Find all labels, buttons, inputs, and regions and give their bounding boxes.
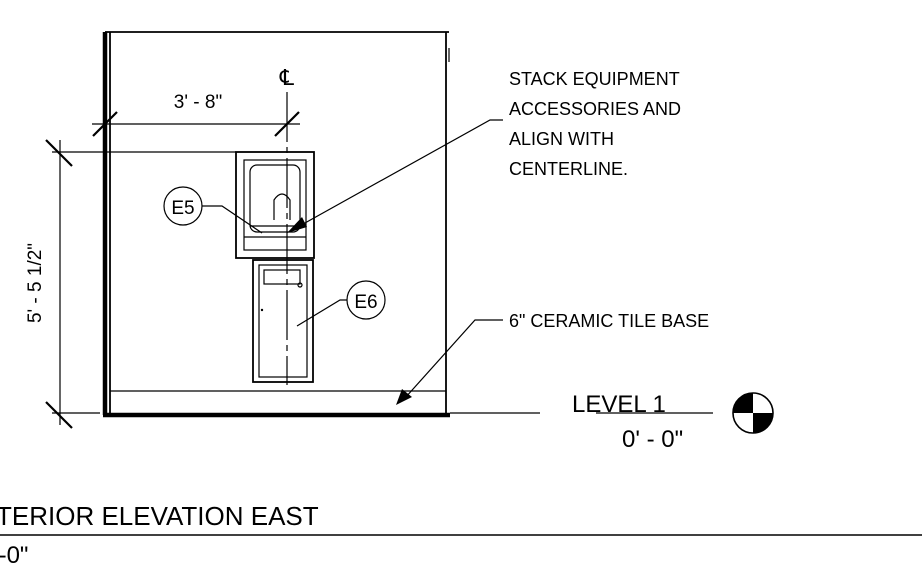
tag-e6: E6 xyxy=(296,280,386,327)
horizontal-dimension-tick-right xyxy=(274,111,300,137)
vertical-dimension-tick-bottom xyxy=(45,401,73,429)
note-stack-line-3: ALIGN WITH xyxy=(509,129,614,149)
note-stack-equipment: STACK EQUIPMENT ACCESSORIES AND ALIGN WI… xyxy=(287,69,686,233)
level-marker: LEVEL 1 0' - 0" xyxy=(572,391,774,453)
note-stack-arrowhead xyxy=(287,217,307,233)
note-tile-base: 6" CERAMIC TILE BASE xyxy=(396,311,709,405)
level-datum-symbol xyxy=(732,392,774,434)
view-title-scale: '-0" xyxy=(0,542,28,569)
wall-elevation xyxy=(102,31,540,418)
fixture-e5-frame xyxy=(235,151,315,259)
tag-e6-leader xyxy=(296,299,347,327)
level-elevation: 0' - 0" xyxy=(622,426,683,453)
fixture-e5-dispenser xyxy=(273,193,291,220)
tag-e6-label: E6 xyxy=(354,292,377,313)
horizontal-dimension-tick-left xyxy=(92,111,118,137)
horizontal-dimension: 3' - 8" xyxy=(92,92,300,137)
note-stack-equipment-text: STACK EQUIPMENT ACCESSORIES AND ALIGN WI… xyxy=(509,69,686,179)
centerline: ℄ xyxy=(279,65,295,385)
note-tile-base-leader xyxy=(404,319,503,399)
fixture-e5 xyxy=(235,151,315,259)
note-tile-base-text: 6" CERAMIC TILE BASE xyxy=(509,311,709,331)
vertical-dimension-tick-top xyxy=(45,139,73,167)
vertical-dimension: 5' - 5 1/2" xyxy=(25,139,236,429)
view-title-name: TERIOR ELEVATION EAST xyxy=(0,501,319,531)
level-name: LEVEL 1 xyxy=(572,391,666,418)
note-stack-leader xyxy=(295,119,503,229)
tag-e5: E5 xyxy=(163,186,263,234)
note-stack-line-2: ACCESSORIES AND xyxy=(509,99,681,119)
level-datum-quadrant-top-left xyxy=(733,393,753,413)
fixture-e6-slot xyxy=(263,269,301,285)
note-stack-line-4: CENTERLINE. xyxy=(509,159,628,179)
level-datum-quadrant-bottom-right xyxy=(753,413,773,433)
vertical-dimension-label: 5' - 5 1/2" xyxy=(25,243,46,323)
fixture-e5-inner-panel xyxy=(243,159,307,251)
fixture-e6 xyxy=(252,259,314,383)
fixture-e6-door xyxy=(258,264,308,378)
tag-e5-leader xyxy=(202,205,263,234)
note-tile-base-arrowhead xyxy=(396,389,412,405)
horizontal-dimension-label: 3' - 8" xyxy=(174,92,222,113)
centerline-symbol: ℄ xyxy=(279,65,295,90)
tag-e5-label: E5 xyxy=(171,198,194,219)
fixture-e6-frame xyxy=(252,259,314,383)
view-title: TERIOR ELEVATION EAST '-0" xyxy=(0,501,922,569)
fixture-e6-lock xyxy=(297,282,303,288)
fixture-e6-hinge xyxy=(260,308,264,312)
fixture-e5-opening xyxy=(249,164,301,233)
note-stack-line-1: STACK EQUIPMENT xyxy=(509,69,680,89)
